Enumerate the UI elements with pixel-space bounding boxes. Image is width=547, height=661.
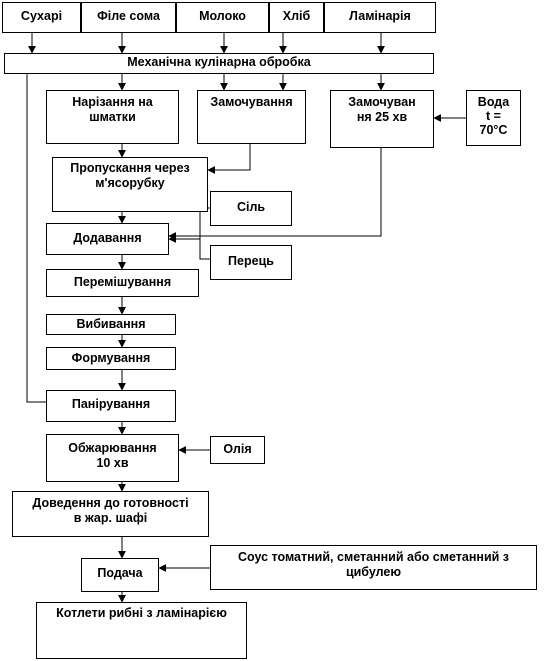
result-kotlety-label: Котлети рибні з ламінарією	[56, 606, 227, 620]
ingredient-file-soma-label: Філе сома	[97, 9, 160, 23]
step-mechanical-processing-label: Механічна кулінарна обробка	[127, 55, 311, 69]
ingredient-laminaria: Ламінарія	[324, 2, 436, 33]
input-sous: Соус томатний, сметанний або сметанний з…	[210, 545, 537, 590]
input-perets: Перець	[210, 245, 292, 280]
step-zamochuvannia: Замочування	[197, 90, 306, 144]
ingredient-laminaria-label: Ламінарія	[349, 9, 411, 23]
step-peremishuvannia: Перемішування	[46, 269, 199, 297]
step-paniruvannia: Панірування	[46, 390, 176, 422]
arrow-zamochuvannia-propuskannia	[207, 144, 251, 174]
input-voda-label: Вода t = 70°С	[477, 95, 510, 137]
step-dodavannia: Додавання	[46, 223, 169, 255]
step-propuskannia-label: Пропускання через м'ясорубку	[70, 161, 190, 190]
input-oliia-label: Олія	[223, 442, 252, 456]
step-narizannia: Нарізання на шматки	[46, 90, 179, 144]
step-vybyvannia: Вибивання	[46, 314, 176, 335]
input-perets-label: Перець	[228, 254, 274, 268]
step-vybyvannia-label: Вибивання	[76, 317, 146, 331]
step-podacha: Подача	[81, 558, 159, 592]
step-dovedennia-label: Доведення до готовності в жар. шафі	[32, 496, 189, 525]
step-zamochuvannia-25: Замочуван ня 25 хв	[330, 90, 434, 148]
step-mechanical-processing: Механічна кулінарна обробка	[4, 53, 434, 74]
ingredient-moloko: Молоко	[176, 2, 269, 33]
step-zamochuvannia-25-label: Замочуван ня 25 хв	[348, 95, 416, 124]
input-oliia: Олія	[210, 436, 265, 464]
step-zamochuvannia-label: Замочування	[210, 95, 293, 109]
ingredient-moloko-label: Молоко	[199, 9, 246, 23]
line-sil-perets	[199, 207, 210, 260]
input-voda: Вода t = 70°С	[466, 90, 521, 146]
ingredient-suhari: Сухарі	[2, 2, 81, 33]
step-podacha-label: Подача	[97, 566, 143, 580]
result-kotlety: Котлети рибні з ламінарією	[36, 602, 247, 659]
ingredient-file-soma: Філе сома	[81, 2, 176, 33]
step-obzharuvannia: Обжарювання 10 хв	[46, 434, 179, 482]
step-propuskannia: Пропускання через м'ясорубку	[52, 157, 208, 212]
input-sil-label: Сіль	[236, 200, 266, 214]
step-dodavannia-label: Додавання	[73, 231, 142, 245]
ingredient-hlib-label: Хліб	[282, 9, 311, 23]
arrow-zamochuvannia25-dodavannia	[168, 148, 382, 240]
step-peremishuvannia-label: Перемішування	[73, 275, 172, 289]
step-formuvannia: Формування	[46, 347, 176, 370]
input-sil: Сіль	[210, 191, 292, 226]
ingredient-suhari-label: Сухарі	[20, 9, 63, 23]
ingredient-hlib: Хліб	[269, 2, 324, 33]
step-formuvannia-label: Формування	[71, 351, 151, 365]
step-obzharuvannia-label: Обжарювання 10 хв	[68, 441, 157, 470]
step-paniruvannia-label: Панірування	[71, 397, 151, 411]
input-sous-label: Соус томатний, сметанний або сметанний з…	[237, 550, 509, 579]
step-narizannia-label: Нарізання на шматки	[72, 95, 153, 124]
step-dovedennia: Доведення до готовності в жар. шафі	[12, 491, 209, 537]
